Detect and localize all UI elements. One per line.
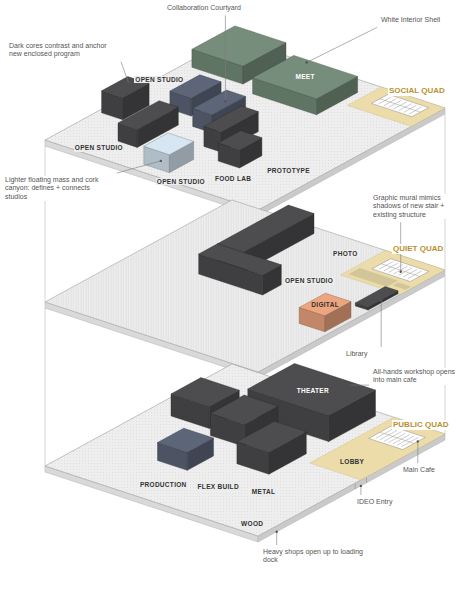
leader-dot: [400, 271, 402, 273]
frame-line: [445, 276, 446, 434]
room-block: [199, 244, 282, 275]
leader-line: [417, 441, 418, 463]
room-label: OPEN STUDIO: [74, 144, 124, 152]
callout-note: White Interior Shell: [380, 16, 452, 24]
leader-line: [225, 15, 226, 101]
callout-note: Collaboration Courtyard: [150, 4, 242, 12]
room-block: [218, 131, 262, 150]
frame-line: [445, 114, 446, 270]
mural-shadow: [393, 282, 411, 289]
leader-dot: [305, 61, 307, 63]
room-label: PHOTO: [332, 250, 359, 258]
leader-dot: [360, 485, 362, 487]
leader-line: [117, 161, 161, 173]
room-label: LOBBY: [339, 458, 365, 466]
room-label: FLEX BUILD: [197, 483, 240, 491]
room-label: WOOD: [240, 520, 264, 528]
callout-note: Heavy shops open up to loading dock: [262, 548, 374, 565]
stair: [369, 426, 426, 450]
callout-note: Dark cores contrast and anchor new enclo…: [8, 42, 118, 59]
leader-dot: [128, 82, 130, 84]
frame-line: [45, 308, 46, 466]
room-label: MEET: [295, 73, 316, 81]
room-label: DIGITAL: [310, 301, 340, 309]
callout-note: Main Cafe: [402, 466, 464, 474]
quad-zone: [347, 87, 445, 126]
leader-dot: [224, 100, 226, 102]
room-label: METAL: [251, 488, 276, 496]
entry-mark: [355, 484, 356, 489]
stair-rail: [380, 432, 414, 443]
leader-dot: [160, 160, 162, 162]
entry-mark: [366, 478, 367, 483]
frame-line: [45, 146, 46, 302]
room-block: [204, 106, 258, 132]
room-block: [237, 421, 306, 452]
room-block: [210, 395, 278, 425]
floor-plate: [45, 364, 445, 536]
room-block: [355, 287, 398, 308]
quad-label: PUBLIC QUAD: [392, 420, 450, 430]
room-label: OPEN STUDIO: [156, 178, 206, 186]
floor-plate: [45, 200, 445, 372]
leader-line: [307, 27, 377, 62]
room-block: [158, 428, 214, 452]
quad-label: QUIET QUAD: [392, 244, 444, 254]
room-label: PROTOTYPE: [266, 167, 311, 175]
stair: [371, 94, 428, 116]
leader-line: [360, 486, 361, 495]
leader-line: [350, 385, 369, 386]
leader-dot: [417, 440, 419, 442]
room-block: [171, 378, 239, 407]
leader-line: [381, 300, 382, 347]
leader-dot: [276, 531, 278, 533]
room-block: [192, 26, 286, 66]
room-label: OPEN STUDIO: [284, 277, 334, 285]
room-label: THEATER: [296, 387, 330, 395]
callout-note: Library: [345, 350, 407, 358]
leader-line: [121, 62, 129, 84]
callout-note: IDEO Entry: [356, 498, 418, 506]
room-label: PRODUCTION: [139, 481, 188, 489]
room-block: [118, 101, 178, 130]
stair-rail: [380, 99, 420, 112]
leader-dot: [380, 299, 382, 301]
room-block: [299, 293, 351, 316]
leader-dot: [349, 384, 351, 386]
room-label: FOOD LAB: [214, 175, 252, 183]
callout-note: Graphic mural mimics shadows of new stai…: [372, 194, 466, 219]
callout-note: All-hands workshop opens into main cafe: [372, 368, 466, 385]
room-label: OPEN STUDIO: [134, 76, 184, 84]
leader-line: [276, 532, 277, 545]
room-block: [144, 133, 194, 155]
quad-label: SOCIAL QUAD: [388, 86, 446, 96]
callout-note: Lighter floating mass and cork canyon: d…: [4, 176, 114, 201]
room-block: [217, 205, 314, 252]
floor-texture: [45, 200, 445, 372]
room-block: [253, 55, 358, 98]
floor-texture: [45, 364, 445, 536]
